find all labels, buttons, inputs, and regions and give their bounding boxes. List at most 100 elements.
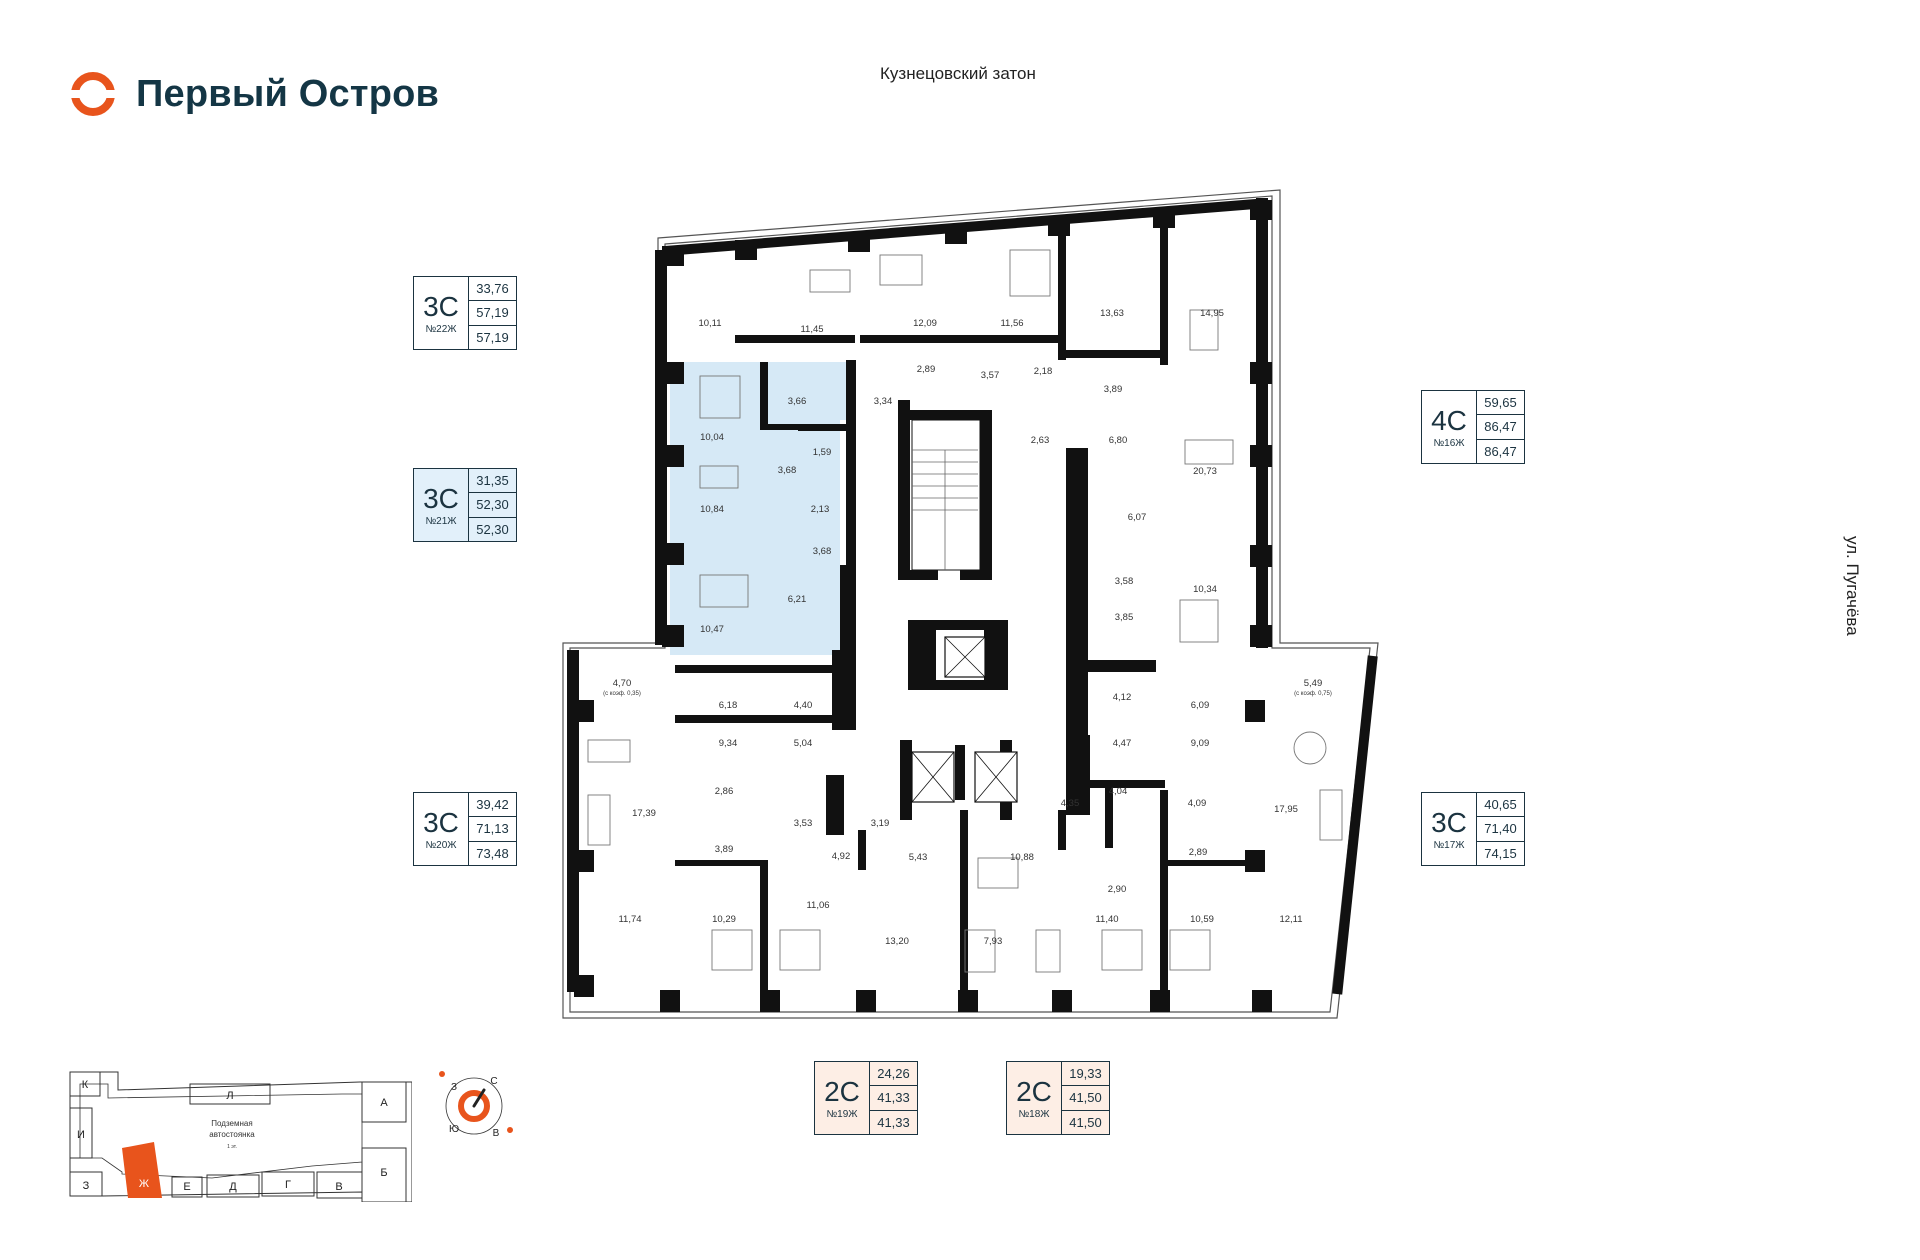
area-label: 4,70 — [613, 678, 632, 689]
area-label: 2,63 — [1031, 435, 1050, 446]
total-area-with-balcony: 57,19 — [476, 329, 509, 345]
balcony-coef-note: (с коэф. 0,75) — [1294, 691, 1332, 697]
total-area: 57,19 — [469, 301, 516, 326]
total-area-with-balcony: 86,47 — [1484, 443, 1517, 459]
apartment-card-16[interactable]: 4С №16Ж 59,65 86,47 86,47 — [1421, 390, 1525, 464]
balcony-coef-note: (с коэф. 0,35) — [603, 691, 641, 697]
section-i-block[interactable] — [69, 1107, 93, 1159]
compass-south: Ю — [449, 1124, 459, 1135]
highlighted-apartment[interactable] — [670, 362, 846, 655]
section-label-zh: Ж — [139, 1178, 149, 1190]
apartment-number: №17Ж — [1433, 839, 1465, 851]
apartment-number: №16Ж — [1433, 437, 1465, 449]
area-label: 5,43 — [909, 852, 928, 863]
brand-ring-icon — [66, 72, 120, 116]
total-area-with-balcony: 41,33 — [877, 1114, 910, 1130]
area-label: 4,92 — [832, 851, 851, 862]
area-label: 14,95 — [1200, 308, 1224, 319]
section-label-b: Б — [380, 1167, 387, 1179]
section-z-block[interactable] — [69, 1171, 103, 1197]
area-label: 4,40 — [794, 700, 813, 711]
area-label: 6,09 — [1191, 700, 1210, 711]
area-label: 2,89 — [1189, 847, 1208, 858]
apartment-number: №19Ж — [826, 1108, 858, 1120]
area-label: 3,68 — [778, 465, 797, 476]
apartment-card-21[interactable]: 3С №21Ж 31,35 52,30 52,30 — [413, 468, 517, 542]
area-label: 10,29 — [712, 914, 736, 925]
room-area-labels: 10,11 11,45 12,09 11,56 13,63 14,95 2,89… — [603, 308, 1332, 947]
area-label: 4,04 — [1109, 786, 1128, 797]
area-label: 17,95 — [1274, 804, 1298, 815]
total-area-with-balcony: 41,50 — [1069, 1114, 1102, 1130]
section-label-d: Д — [229, 1181, 237, 1193]
apartment-number: №20Ж — [425, 839, 457, 851]
section-d-block[interactable] — [206, 1174, 260, 1198]
area-label: 3,89 — [715, 844, 734, 855]
area-label: 3,19 — [871, 818, 890, 829]
brand-name: Первый Остров — [136, 72, 440, 115]
area-label: 6,07 — [1128, 512, 1147, 523]
total-area-with-balcony: 73,48 — [476, 845, 509, 861]
apartment-type: 2С — [1016, 1075, 1052, 1107]
area-label: 6,80 — [1109, 435, 1128, 446]
area-label: 2,13 — [811, 504, 830, 515]
area-label: 9,09 — [1191, 738, 1210, 749]
section-v-block[interactable] — [316, 1171, 363, 1199]
total-area: 52,30 — [469, 493, 516, 518]
section-k-block[interactable] — [69, 1071, 101, 1097]
total-area: 41,33 — [870, 1086, 917, 1111]
area-label: 2,86 — [715, 786, 734, 797]
area-label: 11,45 — [800, 324, 823, 335]
apartment-type: 4С — [1431, 404, 1467, 436]
furniture — [587, 249, 1343, 973]
apartment-card-17[interactable]: 3С №17Ж 40,65 71,40 74,15 — [1421, 792, 1525, 866]
apartment-card-19[interactable]: 2С №19Ж 24,26 41,33 41,33 — [814, 1061, 918, 1135]
area-label: 13,63 — [1100, 308, 1124, 319]
area-label: 2,89 — [917, 364, 936, 375]
living-area: 31,35 — [469, 469, 516, 494]
section-e-block[interactable] — [171, 1176, 203, 1198]
section-label-k: К — [82, 1079, 89, 1091]
section-a-block[interactable] — [361, 1081, 407, 1123]
area-label: 4,35 — [1061, 798, 1080, 809]
section-label-l: Л — [226, 1090, 233, 1102]
section-label-e: Е — [183, 1181, 190, 1193]
area-label: 3,53 — [794, 818, 813, 829]
area-label: 2,90 — [1108, 884, 1127, 895]
apartment-card-22[interactable]: 3С №22Ж 33,76 57,19 57,19 — [413, 276, 517, 350]
brand-logo: Первый Остров — [66, 66, 439, 122]
total-area: 71,13 — [469, 817, 516, 842]
apartment-card-20[interactable]: 3С №20Ж 39,42 71,13 73,48 — [413, 792, 517, 866]
parking-label-line1: Подземная — [211, 1119, 252, 1128]
apartment-type: 3С — [423, 482, 459, 514]
living-area: 40,65 — [1477, 793, 1524, 818]
apartment-number: №21Ж — [425, 515, 457, 527]
apartment-card-18[interactable]: 2С №18Ж 19,33 41,50 41,50 — [1006, 1061, 1110, 1135]
compass-east: В — [493, 1128, 500, 1139]
section-label-i: И — [77, 1129, 85, 1141]
section-label-g: Г — [285, 1179, 291, 1191]
total-area-with-balcony: 74,15 — [1484, 845, 1517, 861]
parking-label-line3: 1 эт. — [227, 1144, 237, 1150]
area-label: 20,73 — [1193, 466, 1217, 477]
section-current-highlight[interactable] — [122, 1142, 162, 1198]
total-area: 86,47 — [1477, 415, 1524, 440]
area-label: 3,58 — [1115, 576, 1134, 587]
area-label: 3,89 — [1104, 384, 1123, 395]
compass: З С Ю В — [439, 1071, 513, 1139]
living-area: 39,42 — [469, 793, 516, 818]
total-area: 41,50 — [1062, 1086, 1109, 1111]
apartment-number: №18Ж — [1018, 1108, 1050, 1120]
section-l-block[interactable] — [189, 1083, 271, 1105]
section-g-block[interactable] — [261, 1171, 315, 1197]
area-label: 10,04 — [700, 432, 724, 443]
interior-walls — [675, 215, 1255, 1010]
sun-rise-icon — [439, 1071, 445, 1077]
area-label: 7,93 — [984, 936, 1003, 947]
north-arrow-icon — [472, 1088, 486, 1108]
apartment-number: №22Ж — [425, 323, 457, 335]
area-label: 13,20 — [885, 936, 909, 947]
area-label: 4,12 — [1113, 692, 1132, 703]
area-label: 11,74 — [618, 914, 641, 925]
